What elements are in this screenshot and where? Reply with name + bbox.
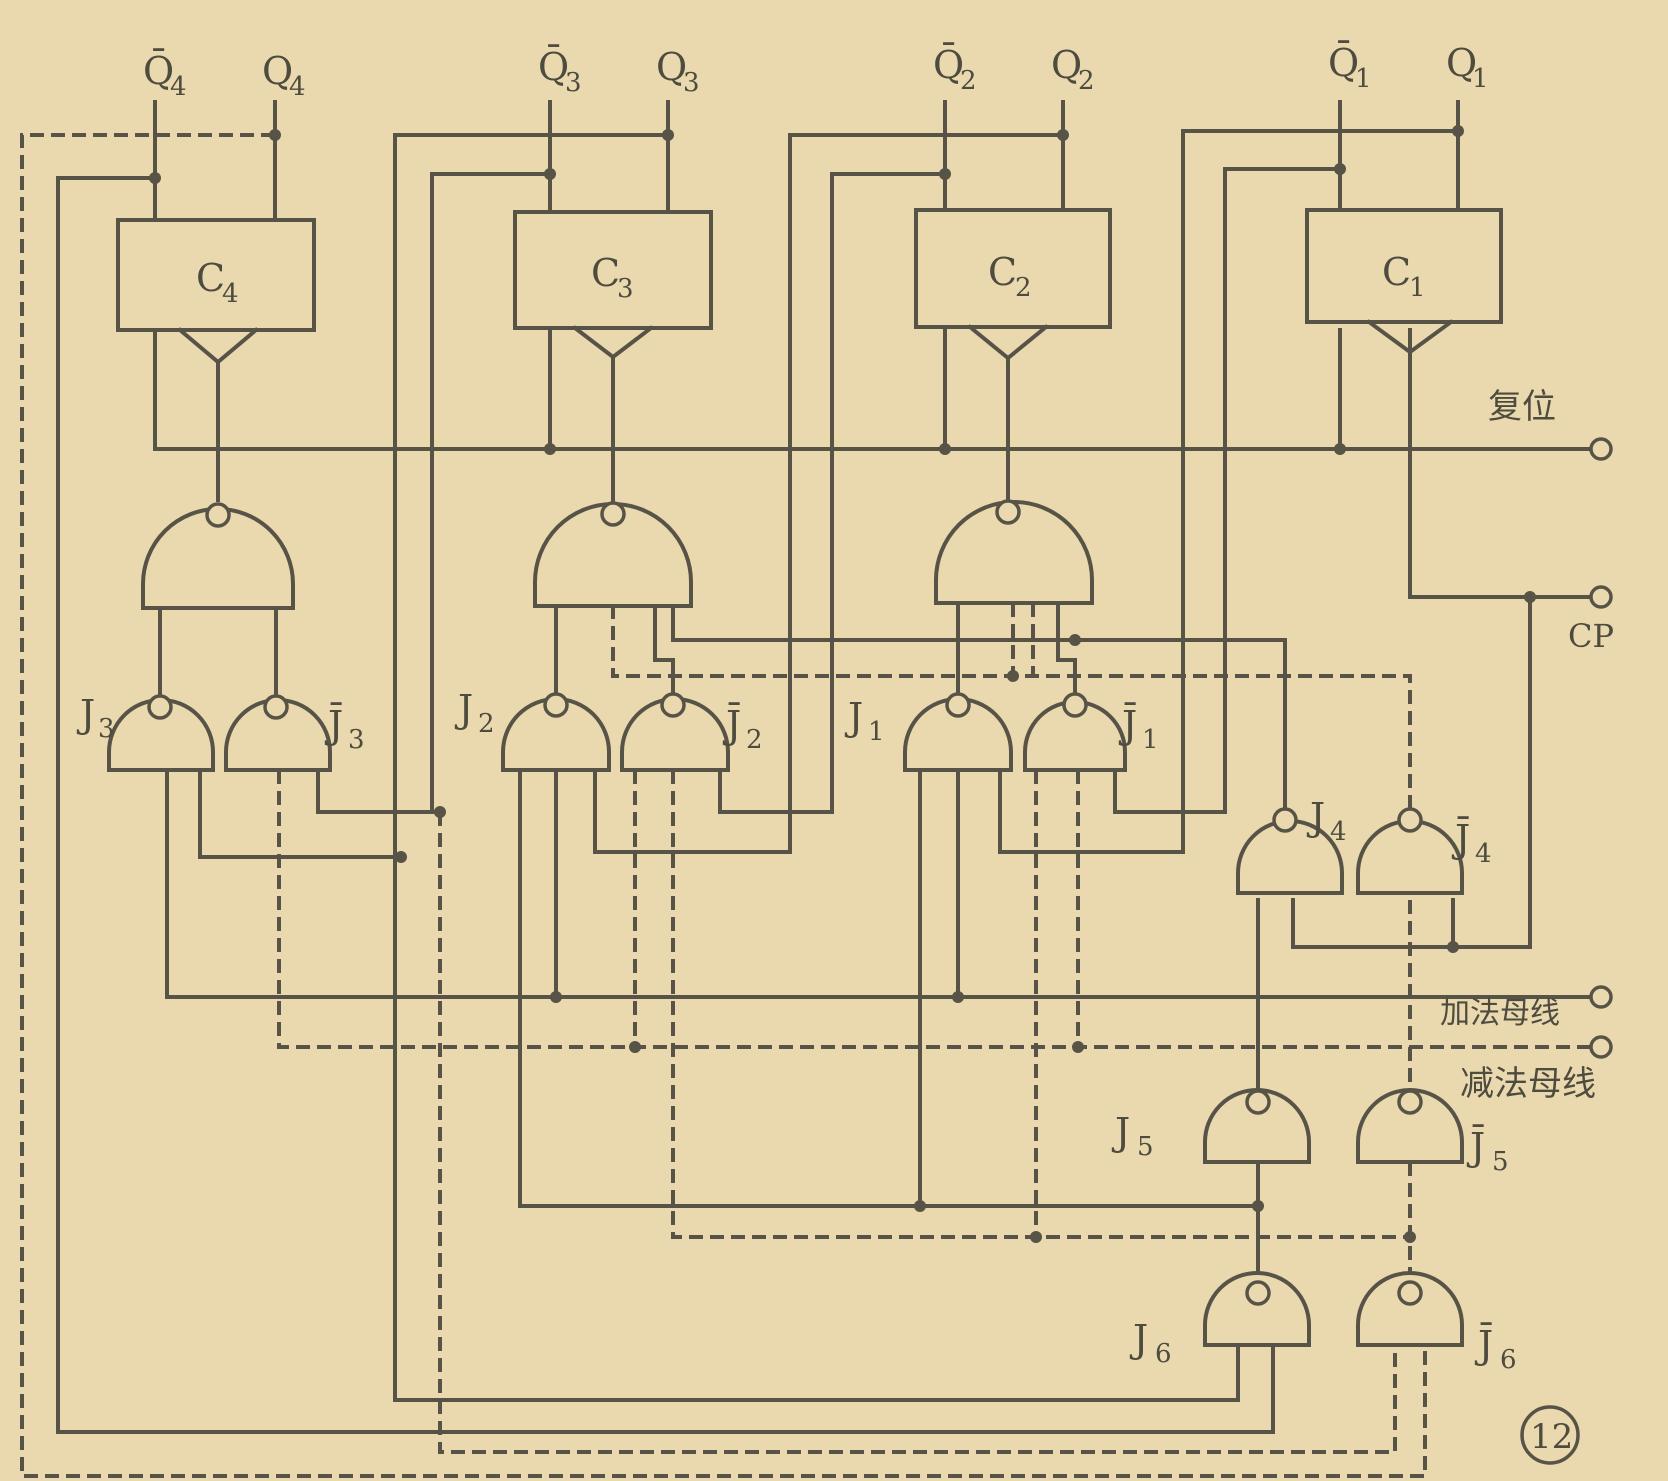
svg-text:3: 3 [565, 68, 582, 98]
c3-input-gate [533, 501, 693, 608]
gate-j4 [1236, 807, 1344, 895]
svg-text:5: 5 [1137, 1132, 1154, 1162]
svg-text:2: 2 [746, 725, 763, 755]
c3-block: C 3 [513, 210, 713, 360]
sub-bus-label: 减法母线 [1460, 1064, 1596, 1104]
svg-text:4: 4 [222, 279, 239, 309]
svg-text:6: 6 [1155, 1339, 1172, 1369]
gate-j6 [1203, 1271, 1311, 1347]
svg-text:3: 3 [98, 714, 115, 744]
gate-j1bar [1023, 692, 1127, 772]
gate-j3bar [224, 694, 332, 772]
label-j6: J [1129, 1317, 1148, 1361]
svg-text:6: 6 [1500, 1345, 1517, 1375]
figure-number: 12 [1530, 1417, 1573, 1457]
label-q3: Q [656, 45, 687, 89]
label-q2: Q [1051, 43, 1082, 87]
svg-text:1: 1 [1355, 64, 1372, 94]
label-j4: J [1306, 795, 1325, 839]
svg-text:3: 3 [348, 725, 365, 755]
label-j1bar: J̄ [1118, 703, 1137, 747]
c2-block: C 2 [914, 208, 1112, 361]
gate-labels: J 3 J̄ 3 J 2 J̄ 2 J 1 J̄ 1 J 4 J̄ 4 J 5 … [76, 687, 1517, 1375]
label-j4bar: J̄ [1451, 817, 1470, 861]
svg-text:3: 3 [617, 274, 634, 304]
label-j5: J [1111, 1110, 1130, 1154]
junction-dots [149, 125, 1536, 1243]
svg-text:2: 2 [478, 709, 495, 739]
svg-text:4: 4 [170, 72, 187, 102]
gate-j2 [501, 692, 611, 772]
c2-input-gate [934, 499, 1094, 605]
c2-label: C [988, 250, 1017, 294]
label-q3bar: Q̄ [538, 45, 569, 89]
gate-j2bar [620, 692, 730, 772]
reset-terminal [1589, 437, 1613, 461]
add-bus-terminal [1589, 985, 1613, 1009]
svg-text:2: 2 [1015, 273, 1032, 303]
label-q1: Q [1446, 41, 1477, 85]
svg-text:4: 4 [1330, 817, 1347, 847]
label-j1: J [844, 695, 863, 739]
sub-bus-terminal [1589, 1035, 1613, 1059]
gate-j1 [903, 692, 1013, 772]
reset-label: 复位 [1488, 387, 1556, 427]
label-q2bar: Q̄ [933, 43, 964, 87]
gate-j5bar [1356, 1088, 1464, 1164]
c4-input-gate [141, 502, 295, 610]
dashed-wires [20, 133, 1592, 1478]
c1-label: C [1382, 250, 1411, 294]
cp-label: CP [1568, 617, 1614, 655]
c4-label: C [196, 256, 225, 300]
c1-block: C 1 [1305, 208, 1503, 355]
svg-text:1: 1 [1472, 64, 1489, 94]
svg-text:1: 1 [1409, 273, 1426, 303]
svg-text:4: 4 [289, 72, 306, 102]
gate-j3 [107, 694, 215, 772]
label-q1bar: Q̄ [1328, 41, 1359, 85]
output-labels: Q̄ 4 Q 4 Q̄ 3 Q 3 Q̄ 2 Q 2 Q̄ 1 Q 1 [143, 41, 1489, 102]
gate-j6bar [1356, 1271, 1464, 1347]
solid-wires [56, 100, 1594, 1434]
svg-text:2: 2 [960, 66, 977, 96]
label-j2bar: J̄ [722, 703, 741, 747]
c3-label: C [591, 251, 620, 295]
gate-j5 [1203, 1088, 1311, 1164]
svg-text:1: 1 [868, 717, 885, 747]
label-q4: Q [262, 49, 293, 93]
label-j5bar: J̄ [1466, 1125, 1485, 1169]
c4-block: C 4 [116, 218, 316, 365]
label-q4bar: Q̄ [143, 49, 174, 93]
figure-number-badge: 12 [1520, 1405, 1580, 1465]
svg-text:2: 2 [1078, 66, 1095, 96]
label-j6bar: J̄ [1474, 1323, 1493, 1367]
label-j3: J [76, 692, 95, 736]
gate-j4bar [1356, 807, 1464, 895]
svg-text:1: 1 [1142, 725, 1159, 755]
add-bus-label: 加法母线 [1440, 996, 1560, 1031]
label-j2: J [454, 687, 473, 731]
svg-text:5: 5 [1492, 1147, 1509, 1177]
cp-terminal [1589, 585, 1613, 609]
svg-text:4: 4 [1475, 839, 1492, 869]
label-j3bar: J̄ [324, 703, 343, 747]
svg-text:3: 3 [683, 68, 700, 98]
